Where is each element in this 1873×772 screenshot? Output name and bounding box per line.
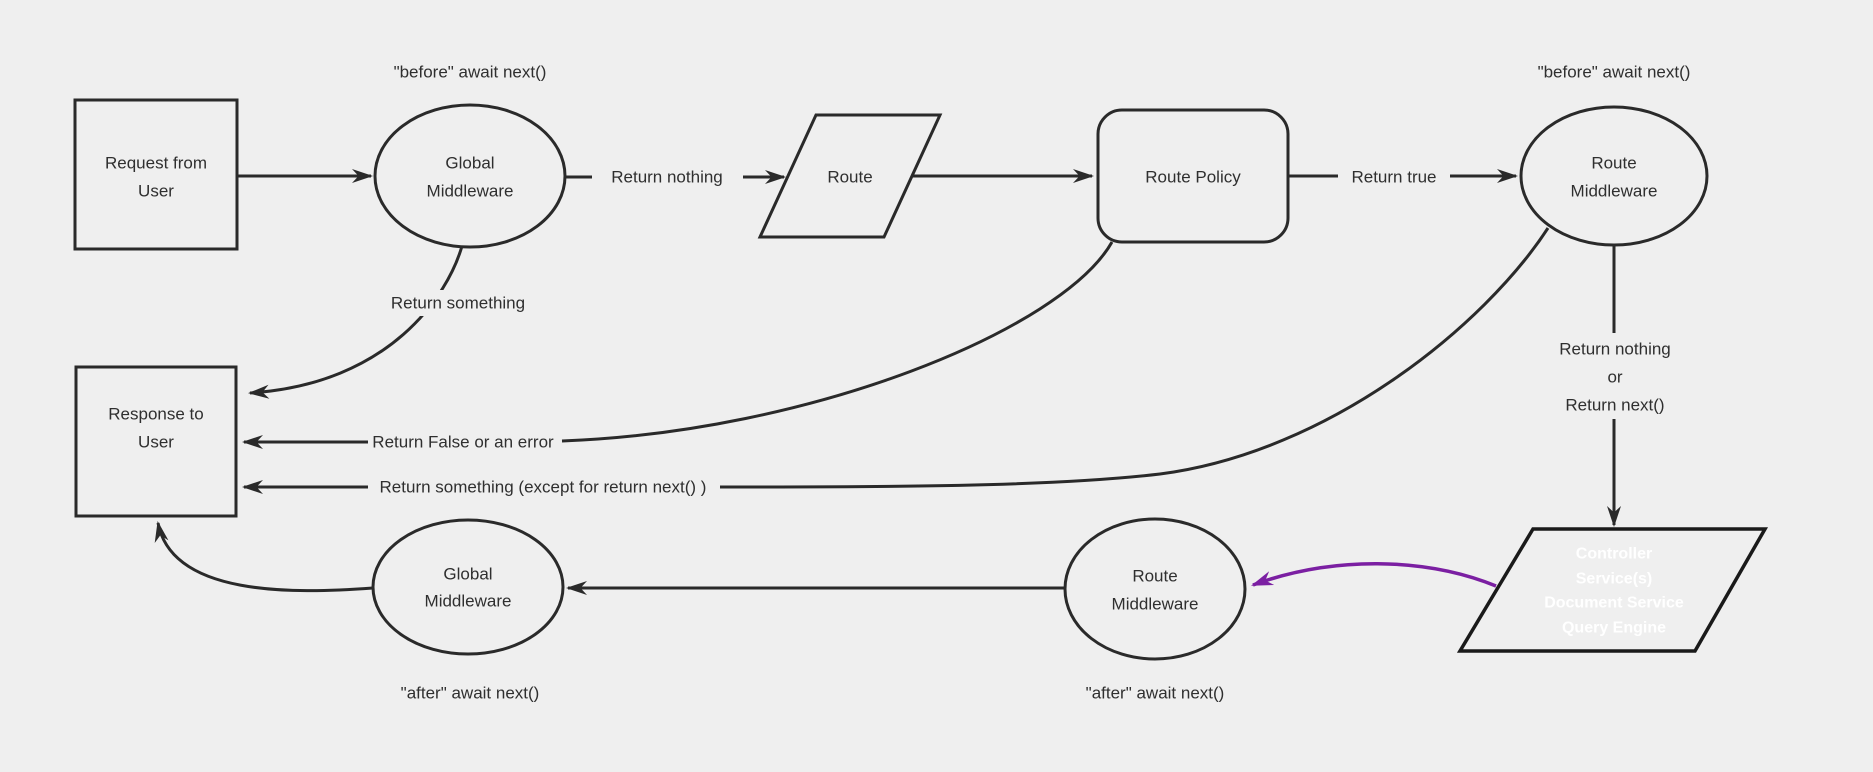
node-response-to-user: Response to User bbox=[74, 365, 238, 518]
route-middleware-before-label-line1: Route bbox=[1591, 154, 1636, 173]
edge-label-return-nothing-or-line3: Return next() bbox=[1565, 396, 1664, 415]
controller-services-label-line3: Document Service bbox=[1544, 595, 1684, 612]
controller-services-label-line2: Service(s) bbox=[1576, 571, 1653, 588]
global-middleware-after-label-line1: Global bbox=[443, 565, 492, 584]
response-to-user-box bbox=[74, 365, 238, 518]
labels: "before" await next() "before" await nex… bbox=[370, 63, 1690, 703]
route-middleware-after-label-line2: Middleware bbox=[1112, 595, 1199, 614]
route-middleware-before-label-line2: Middleware bbox=[1571, 182, 1658, 201]
edge-label-return-nothing-or-line1: Return nothing bbox=[1559, 340, 1671, 359]
node-route-policy: Route Policy bbox=[1096, 108, 1290, 244]
annotation-before-await-right: "before" await next() bbox=[1538, 63, 1691, 82]
edge-label-return-false-or-error: Return False or an error bbox=[372, 433, 554, 452]
node-route-middleware-after: Route Middleware bbox=[1063, 517, 1247, 661]
node-global-middleware-before: Global Middleware bbox=[373, 103, 567, 249]
request-from-user-label-line1: Request from bbox=[105, 154, 207, 173]
annotation-after-await-right: "after" await next() bbox=[1086, 684, 1225, 703]
edges bbox=[154, 169, 1621, 595]
node-controller-services: Controller Service(s) Document Service Q… bbox=[1456, 527, 1769, 653]
route-policy-box bbox=[1096, 108, 1290, 244]
route-middleware-after-label-line1: Route bbox=[1132, 567, 1177, 586]
node-request-from-user: Request from User bbox=[73, 98, 239, 251]
global-middleware-before-label-line1: Global bbox=[445, 154, 494, 173]
global-middleware-before-ellipse bbox=[373, 103, 567, 249]
edge-label-return-true: Return true bbox=[1351, 168, 1436, 187]
edge-route-middleware-to-response-curve bbox=[719, 227, 1550, 489]
route-label: Route bbox=[827, 168, 872, 187]
response-to-user-label-line2: User bbox=[138, 433, 174, 452]
global-middleware-before-label-line2: Middleware bbox=[427, 182, 514, 201]
request-from-user-label-line2: User bbox=[138, 182, 174, 201]
edge-label-return-something: Return something bbox=[391, 294, 525, 313]
controller-services-label-line1: Controller bbox=[1576, 546, 1652, 563]
global-middleware-after-ellipse bbox=[371, 518, 565, 656]
request-from-user-box bbox=[73, 98, 239, 251]
response-to-user-label-line1: Response to bbox=[108, 405, 203, 424]
controller-services-parallelogram bbox=[1456, 527, 1769, 653]
return-something-label-background bbox=[370, 290, 548, 316]
edge-global-middleware-after-to-response bbox=[154, 521, 374, 593]
annotation-after-await-left: "after" await next() bbox=[401, 684, 540, 703]
edge-label-return-nothing-or-line2: or bbox=[1607, 368, 1622, 387]
global-middleware-after-label-line2: Middleware bbox=[425, 592, 512, 611]
route-middleware-before-ellipse bbox=[1519, 105, 1709, 247]
edge-route-policy-to-response-curve bbox=[561, 241, 1114, 443]
edge-label-return-something-except: Return something (except for return next… bbox=[380, 478, 707, 497]
route-policy-label: Route Policy bbox=[1145, 168, 1241, 187]
node-global-middleware-after: Global Middleware bbox=[371, 518, 565, 656]
edge-controller-to-route-middleware-after bbox=[1251, 562, 1497, 588]
route-middleware-after-ellipse bbox=[1063, 517, 1247, 661]
node-route: Route bbox=[757, 113, 943, 239]
route-parallelogram bbox=[757, 113, 943, 239]
edge-label-return-nothing: Return nothing bbox=[611, 168, 723, 187]
controller-services-label-line4: Query Engine bbox=[1562, 620, 1666, 637]
edge-global-middleware-to-response bbox=[248, 245, 464, 399]
annotation-before-await-left: "before" await next() bbox=[394, 63, 547, 82]
node-route-middleware-before: Route Middleware bbox=[1519, 105, 1709, 247]
